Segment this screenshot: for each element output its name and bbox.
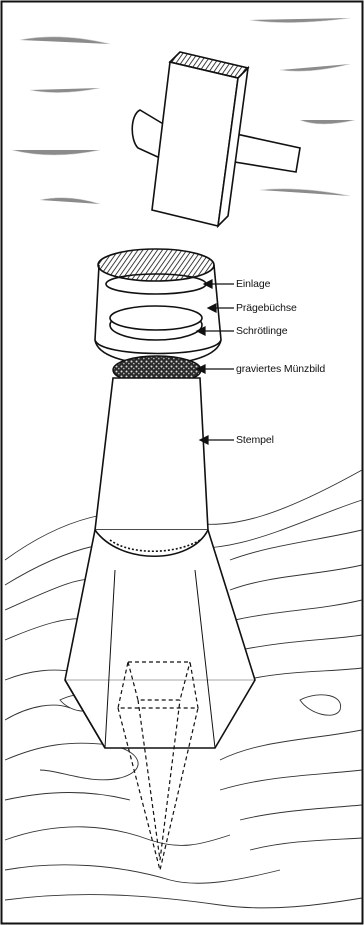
stempel-die — [65, 378, 255, 748]
label-einlage: Einlage — [236, 278, 270, 290]
label-muenzbild: graviertes Münzbild — [236, 363, 325, 375]
label-stempel: Stempel — [236, 434, 274, 446]
label-praegebuechse: Prägebüchse — [236, 302, 297, 314]
einlage-top — [98, 249, 214, 281]
hammer — [132, 52, 300, 226]
praegebuechse-cylinder — [95, 249, 221, 364]
label-schroetlinge: Schrötlinge — [236, 325, 287, 337]
